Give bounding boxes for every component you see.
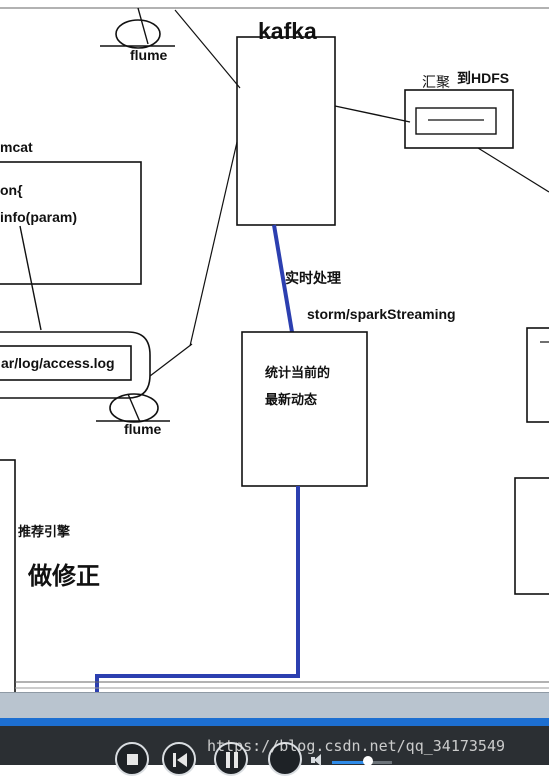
stats-line1: 统计当前的: [265, 366, 331, 381]
flume-bottom-icon: [96, 393, 170, 423]
player-seek-area[interactable]: [0, 692, 549, 719]
tomcat-code-line1: on{: [0, 182, 23, 198]
kafka-label: kafka: [258, 18, 317, 44]
hdfs-to-right-line: [477, 147, 549, 193]
kafka-to-stats-line: [272, 224, 294, 333]
kafka-to-hdfs-line: [334, 105, 411, 123]
log-path-box: [0, 345, 132, 381]
log-path-label: ar/log/access.log: [1, 355, 115, 371]
hdfs-label-cn: 汇聚: [422, 75, 450, 91]
volume-icon[interactable]: [311, 754, 323, 766]
recommend-label: 推荐引擎: [18, 525, 71, 540]
flume-top-to-kafka-line: [174, 9, 241, 89]
stats-box: [241, 331, 368, 487]
stats-to-bottom-line: [95, 486, 300, 692]
log-capsule: [0, 331, 151, 399]
correct-label: 做修正: [28, 562, 100, 590]
flume-bottom-label: flume: [124, 421, 162, 437]
log-to-kafka-line: [189, 141, 238, 347]
stop-icon[interactable]: [115, 742, 149, 776]
hdfs-box: [404, 89, 514, 149]
right-box-bottom: [514, 477, 549, 595]
stats-line2: 最新动态: [265, 393, 318, 408]
realtime-label: 实时处理: [285, 271, 341, 287]
hdfs-label-en: 到HDFS: [457, 70, 510, 86]
hdfs-inner-box: [415, 107, 497, 135]
storm-label: storm/sparkStreaming: [307, 306, 456, 322]
kafka-box: [236, 36, 336, 226]
watermark-text: https://blog.csdn.net/qq_34173549: [207, 737, 506, 755]
tomcat-box: [0, 161, 142, 285]
tomcat-to-log-line: [19, 225, 42, 331]
flume-top-label: flume: [130, 47, 168, 63]
player-progress-bar[interactable]: [0, 718, 549, 726]
tomcat-label: mcat: [0, 139, 33, 155]
previous-icon[interactable]: [162, 742, 196, 776]
tomcat-code-line2: info(param): [0, 209, 77, 225]
architecture-diagram: [0, 7, 549, 692]
flume-top-icon: [100, 7, 175, 49]
volume-slider-handle[interactable]: [363, 756, 373, 766]
right-box-top: [526, 327, 549, 423]
recommend-box: [0, 459, 16, 692]
volume-slider-fill: [332, 761, 368, 764]
